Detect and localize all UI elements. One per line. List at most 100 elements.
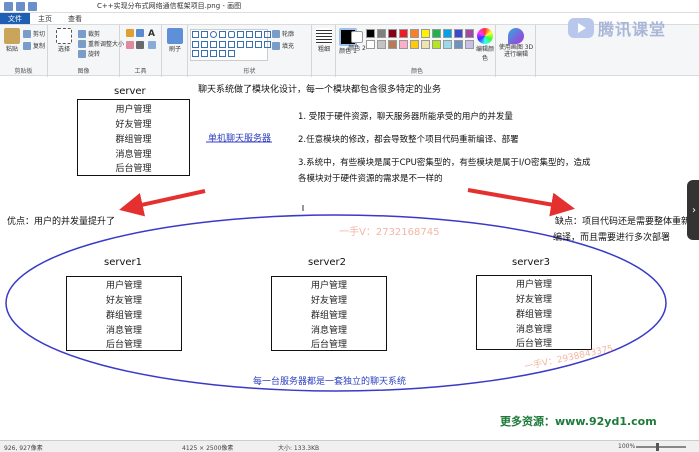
undo-icon[interactable] xyxy=(16,1,25,11)
roundrect-shape[interactable] xyxy=(228,31,235,38)
palette-swatch[interactable] xyxy=(432,29,441,38)
paint3d-button[interactable]: 使用画图 3D 进行编辑 xyxy=(498,28,534,58)
pentagon-shape[interactable] xyxy=(192,40,199,48)
select-button[interactable]: 选择 xyxy=(54,28,74,53)
palette-swatch[interactable] xyxy=(377,29,386,38)
arrow-left-shape[interactable] xyxy=(219,40,226,48)
palette-swatch[interactable] xyxy=(366,29,375,38)
outline-button[interactable]: 轮廓 xyxy=(272,29,294,38)
edit-colors-group: 编辑颜色 xyxy=(472,25,496,77)
palette-swatch[interactable] xyxy=(465,40,474,49)
palette-swatch[interactable] xyxy=(399,40,408,49)
palette-swatch[interactable] xyxy=(421,29,430,38)
paste-icon xyxy=(4,28,20,44)
cons-line1: 缺点：项目代码还是需要整体重新 xyxy=(555,217,691,227)
resize-button[interactable]: 重新调整大小 xyxy=(78,39,124,48)
palette-swatch[interactable] xyxy=(454,40,463,49)
palette-swatch[interactable] xyxy=(388,29,397,38)
palette-swatch[interactable] xyxy=(388,40,397,49)
select-icon xyxy=(56,28,72,44)
palette-swatch[interactable] xyxy=(377,40,386,49)
rect-shape[interactable] xyxy=(219,31,226,38)
eraser-icon xyxy=(126,41,134,49)
color2-group: 颜色 2 xyxy=(346,25,366,77)
palette-swatch[interactable] xyxy=(399,29,408,38)
text-icon: A xyxy=(148,29,155,39)
callout-rect-shape[interactable] xyxy=(192,50,199,58)
side-scroll-handle[interactable]: › xyxy=(687,180,699,240)
tab-home[interactable]: 主页 xyxy=(38,14,52,23)
palette-swatch[interactable] xyxy=(410,40,419,49)
curve-shape[interactable] xyxy=(201,31,208,38)
server2-title: server2 xyxy=(308,257,347,268)
server-module: 后台管理 xyxy=(115,164,152,174)
edit-colors-button[interactable]: 编辑颜色 xyxy=(474,28,496,62)
copy-button[interactable]: 复制 xyxy=(23,41,45,50)
palette-swatch[interactable] xyxy=(432,40,441,49)
oval-shape[interactable] xyxy=(210,31,217,38)
cut-button[interactable]: 剪切 xyxy=(23,29,45,38)
arrow-down-shape[interactable] xyxy=(237,40,244,48)
polygon-shape[interactable] xyxy=(237,31,244,38)
line-shape[interactable] xyxy=(192,31,199,38)
rotate-button[interactable]: 旋转 xyxy=(78,49,100,58)
tab-view[interactable]: 查看 xyxy=(68,14,82,23)
server-module: 好友管理 xyxy=(115,120,152,130)
palette-swatch[interactable] xyxy=(465,29,474,38)
magnifier-tool[interactable] xyxy=(148,41,156,49)
tools-label: 工具 xyxy=(134,68,147,75)
save-icon[interactable] xyxy=(4,1,13,11)
palette-swatch[interactable] xyxy=(443,29,452,38)
right-triangle-shape[interactable] xyxy=(255,31,262,38)
image-dimensions: 4125 × 2500像素 xyxy=(182,445,234,452)
arrow-up-shape[interactable] xyxy=(228,40,235,48)
server2-box: 用户管理 好友管理 群组管理 消息管理 后台管理 xyxy=(271,276,387,351)
diamond-shape[interactable] xyxy=(264,31,271,38)
copy-icon xyxy=(23,41,31,50)
crop-button[interactable]: 裁剪 xyxy=(78,29,100,38)
palette-swatch[interactable] xyxy=(421,40,430,49)
eraser-tool[interactable] xyxy=(126,41,134,49)
callout-oval-shape[interactable] xyxy=(201,50,208,58)
drawing-canvas[interactable]: server 用户管理 好友管理 群组管理 消息管理 后台管理 聊天系统做了模块… xyxy=(0,77,699,440)
zoom-slider-thumb[interactable] xyxy=(656,443,659,451)
fill-tool[interactable] xyxy=(136,29,144,37)
palette-swatch[interactable] xyxy=(366,40,375,49)
arrow-right-shape[interactable] xyxy=(210,40,217,48)
fill-button[interactable]: 填充 xyxy=(272,41,294,50)
zoom-slider-track[interactable] xyxy=(636,446,686,448)
palette-swatch[interactable] xyxy=(454,29,463,38)
picker-tool[interactable] xyxy=(136,41,144,49)
redo-icon[interactable] xyxy=(28,1,37,11)
star6-shape[interactable] xyxy=(264,40,271,48)
note-3-line2: 各模块对于硬件资源的需求是不一样的 xyxy=(298,174,443,184)
hexagon-shape[interactable] xyxy=(201,40,208,48)
tab-file[interactable]: 文件 xyxy=(0,13,30,24)
server1-module: 好友管理 xyxy=(105,296,142,306)
color2-button[interactable]: 颜色 2 xyxy=(348,31,366,52)
bucket-icon xyxy=(136,29,144,37)
star5-shape[interactable] xyxy=(255,40,262,48)
shapes-gallery[interactable] xyxy=(190,29,271,61)
paste-button[interactable]: 粘贴 xyxy=(3,28,21,53)
star4-shape[interactable] xyxy=(246,40,253,48)
palette-swatch[interactable] xyxy=(410,29,419,38)
heart-shape[interactable] xyxy=(219,50,226,58)
text-tool[interactable]: A xyxy=(148,29,155,39)
server3-title: server3 xyxy=(512,257,551,268)
server1-module: 群组管理 xyxy=(105,311,142,321)
color-palette[interactable] xyxy=(366,29,474,49)
server1-module: 用户管理 xyxy=(105,281,142,291)
left-arrow xyxy=(119,189,206,217)
brushes-button[interactable]: 刷子 xyxy=(166,28,184,53)
size-button[interactable]: 粗细 xyxy=(315,28,333,53)
cluster-caption: 每一台服务器都是一套独立的聊天系统 xyxy=(253,377,407,387)
shapes-group: 轮廓 填充 形状 xyxy=(188,25,312,77)
server2-module: 用户管理 xyxy=(310,281,347,291)
callout-cloud-shape[interactable] xyxy=(210,50,217,58)
triangle-shape[interactable] xyxy=(246,31,253,38)
pencil-tool[interactable] xyxy=(126,29,134,37)
palette-swatch[interactable] xyxy=(443,40,452,49)
lightning-shape[interactable] xyxy=(228,50,235,58)
brand-text: 腾讯课堂 xyxy=(598,20,667,39)
